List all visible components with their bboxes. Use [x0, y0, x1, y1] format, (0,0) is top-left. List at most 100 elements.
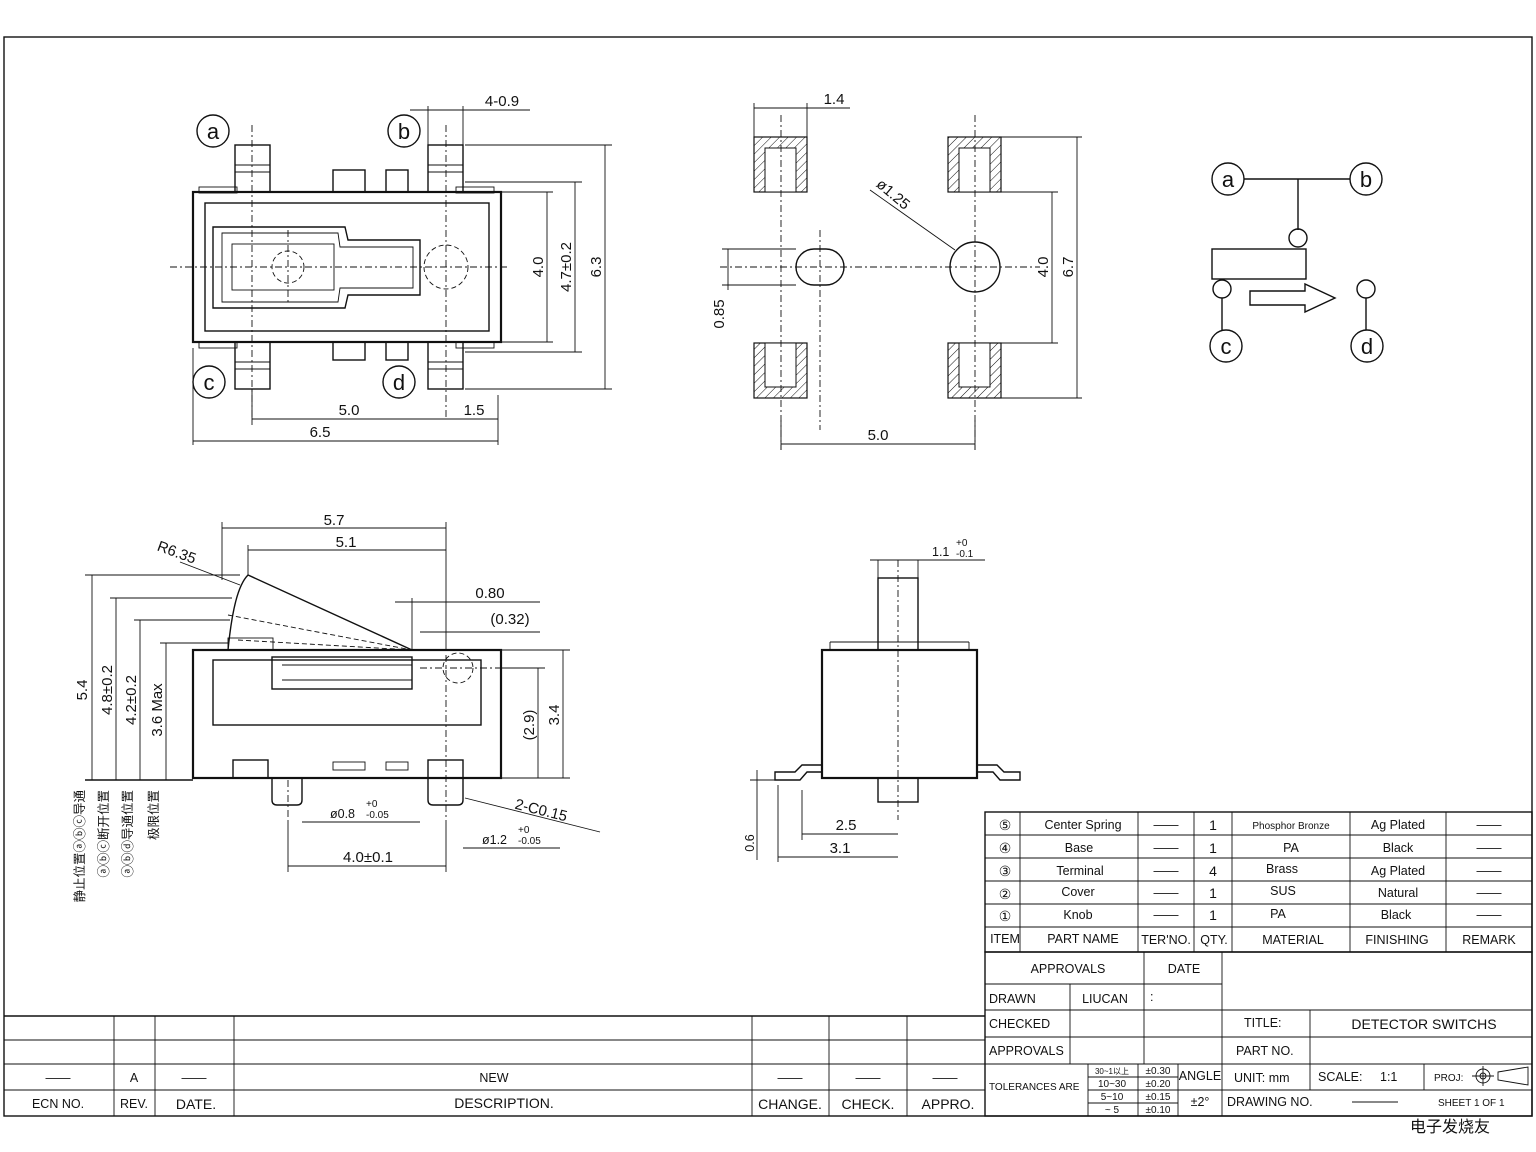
top-view: a b c d 4-0.9 4.0 4.7±0.2 6.3 5.0 1.5 6.… [170, 93, 612, 445]
tol-value: ±0.20 [1146, 1079, 1171, 1090]
rev-header: DATE. [176, 1096, 216, 1112]
dim-height-off: 4.2±0.2 [123, 675, 140, 725]
dim-pitch: 5.0 [339, 402, 360, 419]
bom-part-name: Cover [1061, 885, 1094, 899]
bom-remark: —— [1477, 864, 1503, 878]
tol-range: ~ 5 [1105, 1105, 1120, 1116]
approvals-header: APPROVALS [1031, 962, 1106, 976]
bom-finishing: Ag Plated [1371, 818, 1425, 832]
tol-range: 5~10 [1101, 1092, 1124, 1103]
rev-check: —— [856, 1071, 882, 1085]
title-label: TITLE: [1244, 1016, 1282, 1030]
rev-description: NEW [479, 1071, 508, 1085]
front-view: 1.1 +0 -0.1 0.6 2.5 3.1 [743, 538, 1021, 862]
tol-value: ±0.30 [1146, 1066, 1171, 1077]
bom-header: FINISHING [1365, 933, 1428, 947]
date-header: DATE [1168, 962, 1200, 976]
sheet-border [3, 36, 1533, 1117]
bom-header: MATERIAL [1262, 933, 1324, 947]
tol-knob-up: +0 [956, 538, 968, 549]
dim-pad-span: 6.7 [1060, 257, 1077, 278]
bom-part-name: Base [1065, 841, 1094, 855]
approvals-label: APPROVALS [989, 1044, 1064, 1058]
switch-schematic: a b c d [1209, 162, 1384, 363]
bom-qty: 1 [1209, 817, 1217, 833]
dim-body-ref: (2.9) [521, 710, 538, 741]
terminal-label-d: d [393, 370, 405, 395]
dim-knob-travel: 0.80 [475, 585, 504, 602]
drawing-no-label: DRAWING NO. [1227, 1095, 1313, 1109]
dim-pin-pitch: 4.0±0.1 [343, 849, 393, 866]
drawn-date: : [1150, 990, 1153, 1004]
rev-appro: —— [933, 1071, 959, 1085]
dim-slot-height: 0.85 [711, 299, 728, 328]
dim-knob-width: 1.1 [932, 545, 949, 559]
bom-qty: 1 [1209, 840, 1217, 856]
dim-height-on: 4.8±0.2 [99, 665, 116, 715]
bom-part-name: Center Spring [1044, 818, 1121, 832]
drawn-label: DRAWN [989, 992, 1036, 1006]
dim-chamfer: 2-C0.15 [513, 796, 569, 825]
bom-finishing: Black [1383, 841, 1414, 855]
bom-header: PART NAME [1047, 932, 1119, 946]
bom-remark: —— [1477, 886, 1503, 900]
proj-label: PROJ: [1434, 1073, 1463, 1084]
bom-header: TER'NO. [1141, 933, 1191, 947]
tol-range: 10~30 [1098, 1079, 1127, 1090]
tol-pin-small-up: +0 [366, 799, 378, 810]
bom-header: QTY. [1200, 933, 1228, 947]
dim-offset: 1.5 [464, 402, 485, 419]
pcb-layout: 1.4 ø1.25 0.85 4.0 6.7 5.0 [711, 91, 1082, 450]
terminal-label-a: a [207, 119, 220, 144]
bom-item: ② [999, 886, 1012, 902]
projection-symbol-icon [1472, 1066, 1529, 1086]
dim-front-foot: 3.1 [830, 840, 851, 857]
bom-part-name: Terminal [1056, 864, 1103, 878]
dim-pin-small: ø0.8 [330, 807, 355, 821]
rev-change: —— [778, 1071, 804, 1085]
dim-height-max: 5.4 [74, 680, 91, 701]
tol-value: ±0.10 [1146, 1105, 1171, 1116]
scale-value: 1:1 [1380, 1070, 1397, 1084]
dim-terminal-thickness: 0.6 [743, 834, 757, 851]
tol-value: ±0.15 [1146, 1092, 1171, 1103]
schematic-label-c: c [1221, 334, 1232, 359]
bom-qty: 1 [1209, 907, 1217, 923]
bom-qty: 1 [1209, 885, 1217, 901]
rev-ecn: —— [46, 1071, 72, 1085]
dim-body-height-side: 3.4 [546, 705, 563, 726]
dim-knob-offset: (0.32) [490, 611, 529, 628]
bom-ter-no: —— [1154, 841, 1180, 855]
bom-remark: —— [1477, 841, 1503, 855]
dim-front-half: 2.5 [836, 817, 857, 834]
schematic-label-a: a [1222, 167, 1235, 192]
tol-pin-large-up: +0 [518, 825, 530, 836]
dim-terminal-span: 6.3 [588, 257, 605, 278]
tol-knob-down: -0.1 [956, 549, 974, 560]
unit-label: UNIT: mm [1234, 1071, 1290, 1085]
bom-ter-no: —— [1154, 864, 1180, 878]
side-view: 5.7 5.1 R6.35 0.80 (0.32) 5.4 4.8±0.2 4.… [72, 512, 601, 903]
bom-material: PA [1283, 841, 1299, 855]
part-no-label: PART NO. [1236, 1044, 1294, 1058]
dim-pad-width-layout: 1.4 [824, 91, 845, 108]
angle-value: ±2° [1191, 1095, 1210, 1109]
terminal-label-b: b [398, 119, 410, 144]
dim-body-height: 4.0 [530, 257, 547, 278]
bom-item: ① [999, 908, 1012, 924]
rev-header: DESCRIPTION. [454, 1095, 554, 1111]
bom-qty: 4 [1209, 863, 1217, 879]
dim-pad-spacing: 4.0 [1035, 257, 1052, 278]
watermark: 电子发烧友 [1410, 1118, 1490, 1136]
tol-range: 30~1以上 [1095, 1067, 1129, 1076]
tol-pin-small-down: -0.05 [366, 810, 389, 821]
tolerances-label: TOLERANCES ARE [989, 1082, 1080, 1093]
rev-date: —— [182, 1071, 208, 1085]
drawing-title: DETECTOR SWITCHS [1351, 1016, 1496, 1032]
dim-overall-length: 6.5 [310, 424, 331, 441]
bom-header: ITEM [990, 932, 1020, 946]
bom-material: Phosphor Bronze [1252, 821, 1330, 832]
dim-radius: R6.35 [155, 538, 198, 568]
bom-item: ⑤ [999, 817, 1012, 833]
